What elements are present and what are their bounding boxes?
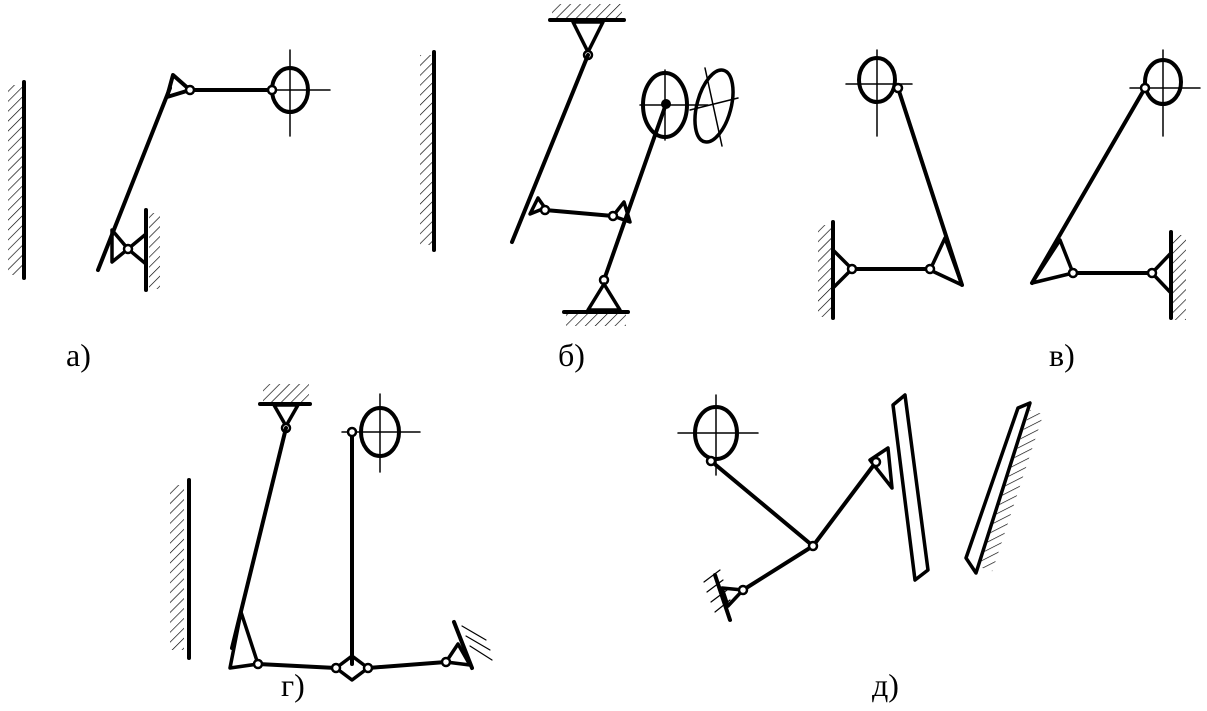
- hinge-joint: [1139, 82, 1151, 94]
- hinge-joint: [892, 82, 904, 94]
- scheme-g: [170, 384, 493, 682]
- hinge-joint: [705, 455, 717, 467]
- hinge-joint: [1067, 267, 1079, 279]
- hinge-joint: [846, 263, 858, 275]
- coupler-link: [256, 662, 338, 670]
- hinge-joint: [184, 84, 196, 96]
- top-fixed-support: [548, 4, 626, 61]
- label-d: д): [872, 667, 899, 703]
- wall-support: [170, 478, 191, 660]
- label-g: г): [281, 667, 305, 703]
- bottom-fixed-support: [562, 274, 630, 326]
- hinge-joint: [539, 204, 551, 216]
- wall-support: [420, 50, 436, 252]
- hinge-joint: [807, 540, 819, 552]
- top-fixed-support: [258, 384, 312, 434]
- hinge-joint: [266, 84, 278, 96]
- crank-circle: [845, 49, 913, 137]
- hinge-joint: [346, 426, 358, 438]
- coupler-link: [366, 660, 448, 670]
- rocker-lever: [1030, 238, 1075, 285]
- hinge-joint: [252, 658, 264, 670]
- label-b: б): [558, 337, 585, 373]
- rocker-arm: [96, 86, 172, 272]
- hinge-joint: [870, 456, 882, 468]
- wall-support: [8, 80, 26, 280]
- label-a: а): [66, 337, 91, 373]
- scheme-v-right: [1030, 49, 1201, 320]
- hinge-joint: [362, 662, 374, 674]
- scheme-a: [8, 49, 331, 292]
- slide-bar: [891, 393, 930, 582]
- hinge-joint: [440, 656, 452, 668]
- rocker-lever: [528, 196, 547, 216]
- hinge-joint: [330, 662, 342, 674]
- scheme-d: [677, 393, 1044, 622]
- wall-support: [444, 620, 493, 670]
- connecting-rod: [1030, 86, 1147, 285]
- wall-support: [818, 220, 854, 320]
- wall-support: [1150, 230, 1186, 320]
- rocker-lever: [928, 236, 964, 287]
- rocker-lever: [868, 446, 894, 490]
- hinge-joint: [924, 263, 936, 275]
- scheme-b: [420, 4, 739, 326]
- scheme-v-left: [818, 49, 964, 320]
- rocker-arm: [510, 53, 590, 244]
- coupler-link: [741, 544, 815, 592]
- crank-circle: [677, 394, 759, 476]
- rocker-lever: [228, 610, 260, 670]
- rocker-arm: [811, 460, 878, 548]
- rocker-lever: [165, 73, 192, 99]
- crank-ellipse: [689, 67, 739, 147]
- hinge-joint: [737, 584, 749, 596]
- bottom-fixed-support: [703, 569, 745, 622]
- connecting-rod: [602, 102, 668, 282]
- wall-support: [964, 401, 1044, 575]
- bottom-fixed-support: [110, 208, 160, 292]
- connecting-rod: [709, 459, 815, 548]
- hinge-joint: [607, 210, 619, 222]
- hinge-joint: [1146, 267, 1158, 279]
- coupler-link: [543, 208, 615, 218]
- label-v: в): [1049, 337, 1075, 373]
